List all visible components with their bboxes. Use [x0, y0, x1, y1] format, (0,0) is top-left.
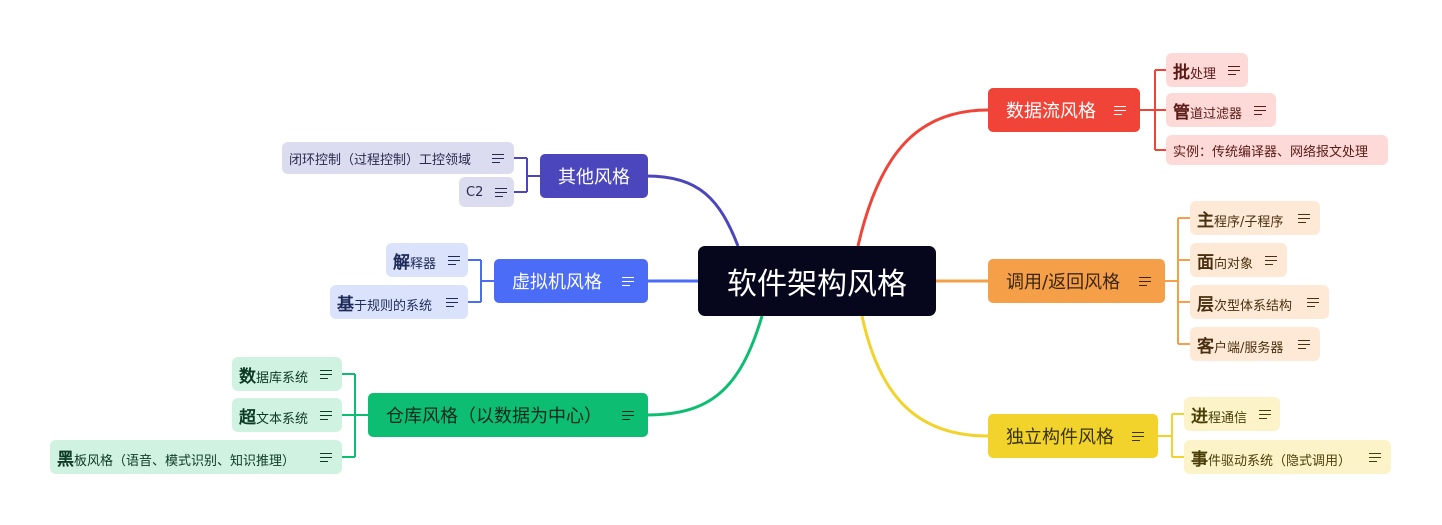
leaf-database[interactable]: 数据库系统 [232, 357, 342, 391]
leaf-label: 闭环控制（过程控制）工控领域 [289, 152, 472, 168]
note-icon [1369, 452, 1381, 462]
leaf-pipe-filter[interactable]: 管道过滤器 [1166, 93, 1276, 127]
leaf-label: 于规则的系统 [354, 298, 433, 314]
leaf-label: 程序/子程序 [1214, 214, 1284, 230]
branch-repo[interactable]: 仓库风格（以数据为中心） [368, 393, 648, 437]
note-icon [1114, 105, 1126, 115]
leaf-initial: 客 [1197, 336, 1214, 357]
branch-label: 独立构件风格 [1006, 427, 1114, 448]
leaf-initial: 超 [239, 407, 256, 428]
note-icon [492, 153, 504, 163]
note-icon [1298, 213, 1310, 223]
leaf-label: 文本系统 [256, 411, 309, 427]
leaf-label: 向对象 [1214, 256, 1254, 272]
note-icon [1265, 255, 1278, 265]
branch-label: 调用/返回风格 [1006, 272, 1121, 293]
leaf-closed-loop[interactable]: 闭环控制（过程控制）工控领域 [282, 142, 514, 174]
leaf-label: 道过滤器 [1190, 106, 1243, 122]
leaf-oop[interactable]: 面向对象 [1190, 243, 1287, 277]
leaf-example[interactable]: 实例：传统编译器、网络报文处理 [1166, 135, 1388, 165]
leaf-label: 实例：传统编译器、网络报文处理 [1173, 144, 1369, 160]
leaf-initial: 主 [1197, 210, 1214, 231]
leaf-layered[interactable]: 层次型体系结构 [1190, 285, 1329, 319]
branch-independent[interactable]: 独立构件风格 [988, 414, 1158, 458]
leaf-label: 处理 [1190, 66, 1217, 82]
note-icon [1132, 431, 1144, 441]
leaf-initial: 事 [1191, 449, 1208, 470]
note-icon [320, 452, 332, 462]
note-icon [1254, 105, 1267, 115]
note-icon [495, 187, 508, 197]
leaf-label: 据库系统 [256, 370, 309, 386]
link-dataflow [856, 108, 989, 247]
note-icon [446, 297, 458, 307]
note-icon [1139, 276, 1151, 286]
link-independent [860, 315, 989, 438]
leaf-blackboard[interactable]: 黑板风格（语音、模式识别、知识推理） [50, 440, 342, 474]
leaf-ipc[interactable]: 进程通信 [1184, 397, 1280, 431]
leaf-label: 程通信 [1208, 410, 1248, 426]
note-icon [1307, 297, 1319, 307]
leaf-initial: 批 [1173, 62, 1190, 83]
leaf-initial: 进 [1191, 406, 1208, 427]
note-icon [622, 410, 634, 420]
branch-vm[interactable]: 虚拟机风格 [494, 259, 648, 303]
branch-label: 仓库风格（以数据为中心） [386, 406, 602, 427]
note-icon [622, 276, 634, 286]
leaf-initial: 数 [239, 366, 256, 387]
leaf-initial: 管 [1173, 102, 1190, 123]
leaf-label: 户端/服务器 [1214, 340, 1284, 356]
note-icon [320, 369, 333, 379]
leaf-label: 板风格（语音、模式识别、知识推理） [74, 453, 296, 469]
root-topic-label: 软件架构风格 [727, 267, 907, 302]
leaf-initial: 解 [393, 252, 410, 273]
leaf-event-driven[interactable]: 事件驱动系统（隐式调用） [1184, 440, 1391, 474]
branch-dataflow[interactable]: 数据流风格 [988, 88, 1140, 132]
leaf-client-server[interactable]: 客户端/服务器 [1190, 327, 1320, 361]
note-icon [1259, 409, 1272, 419]
branch-label: 虚拟机风格 [512, 272, 602, 293]
branch-other[interactable]: 其他风格 [540, 154, 648, 198]
leaf-c2[interactable]: C2 [459, 177, 514, 207]
leaf-initial: 黑 [57, 449, 74, 470]
link-repo [645, 315, 764, 417]
note-icon [1298, 339, 1310, 349]
branch-callreturn[interactable]: 调用/返回风格 [988, 259, 1165, 303]
leaf-label: C2 [466, 184, 484, 200]
leaf-label: 次型体系结构 [1214, 298, 1293, 314]
note-icon [448, 255, 461, 265]
note-icon [1228, 65, 1241, 75]
leaf-label: 件驱动系统（隐式调用） [1208, 453, 1352, 469]
leaf-main-sub[interactable]: 主程序/子程序 [1190, 201, 1320, 235]
leaf-label: 释器 [410, 256, 437, 272]
branch-label: 数据流风格 [1006, 101, 1096, 122]
leaf-interpreter[interactable]: 解释器 [386, 243, 468, 277]
leaf-initial: 基 [337, 294, 354, 315]
leaf-initial: 面 [1197, 252, 1214, 273]
leaf-initial: 层 [1197, 294, 1214, 315]
link-other [645, 174, 740, 247]
leaf-batch[interactable]: 批处理 [1166, 53, 1248, 87]
note-icon [320, 410, 333, 420]
leaf-rule-based[interactable]: 基于规则的系统 [330, 285, 468, 319]
leaf-hypertext[interactable]: 超文本系统 [232, 398, 342, 432]
root-topic[interactable]: 软件架构风格 [698, 246, 936, 316]
branch-label: 其他风格 [558, 167, 630, 188]
